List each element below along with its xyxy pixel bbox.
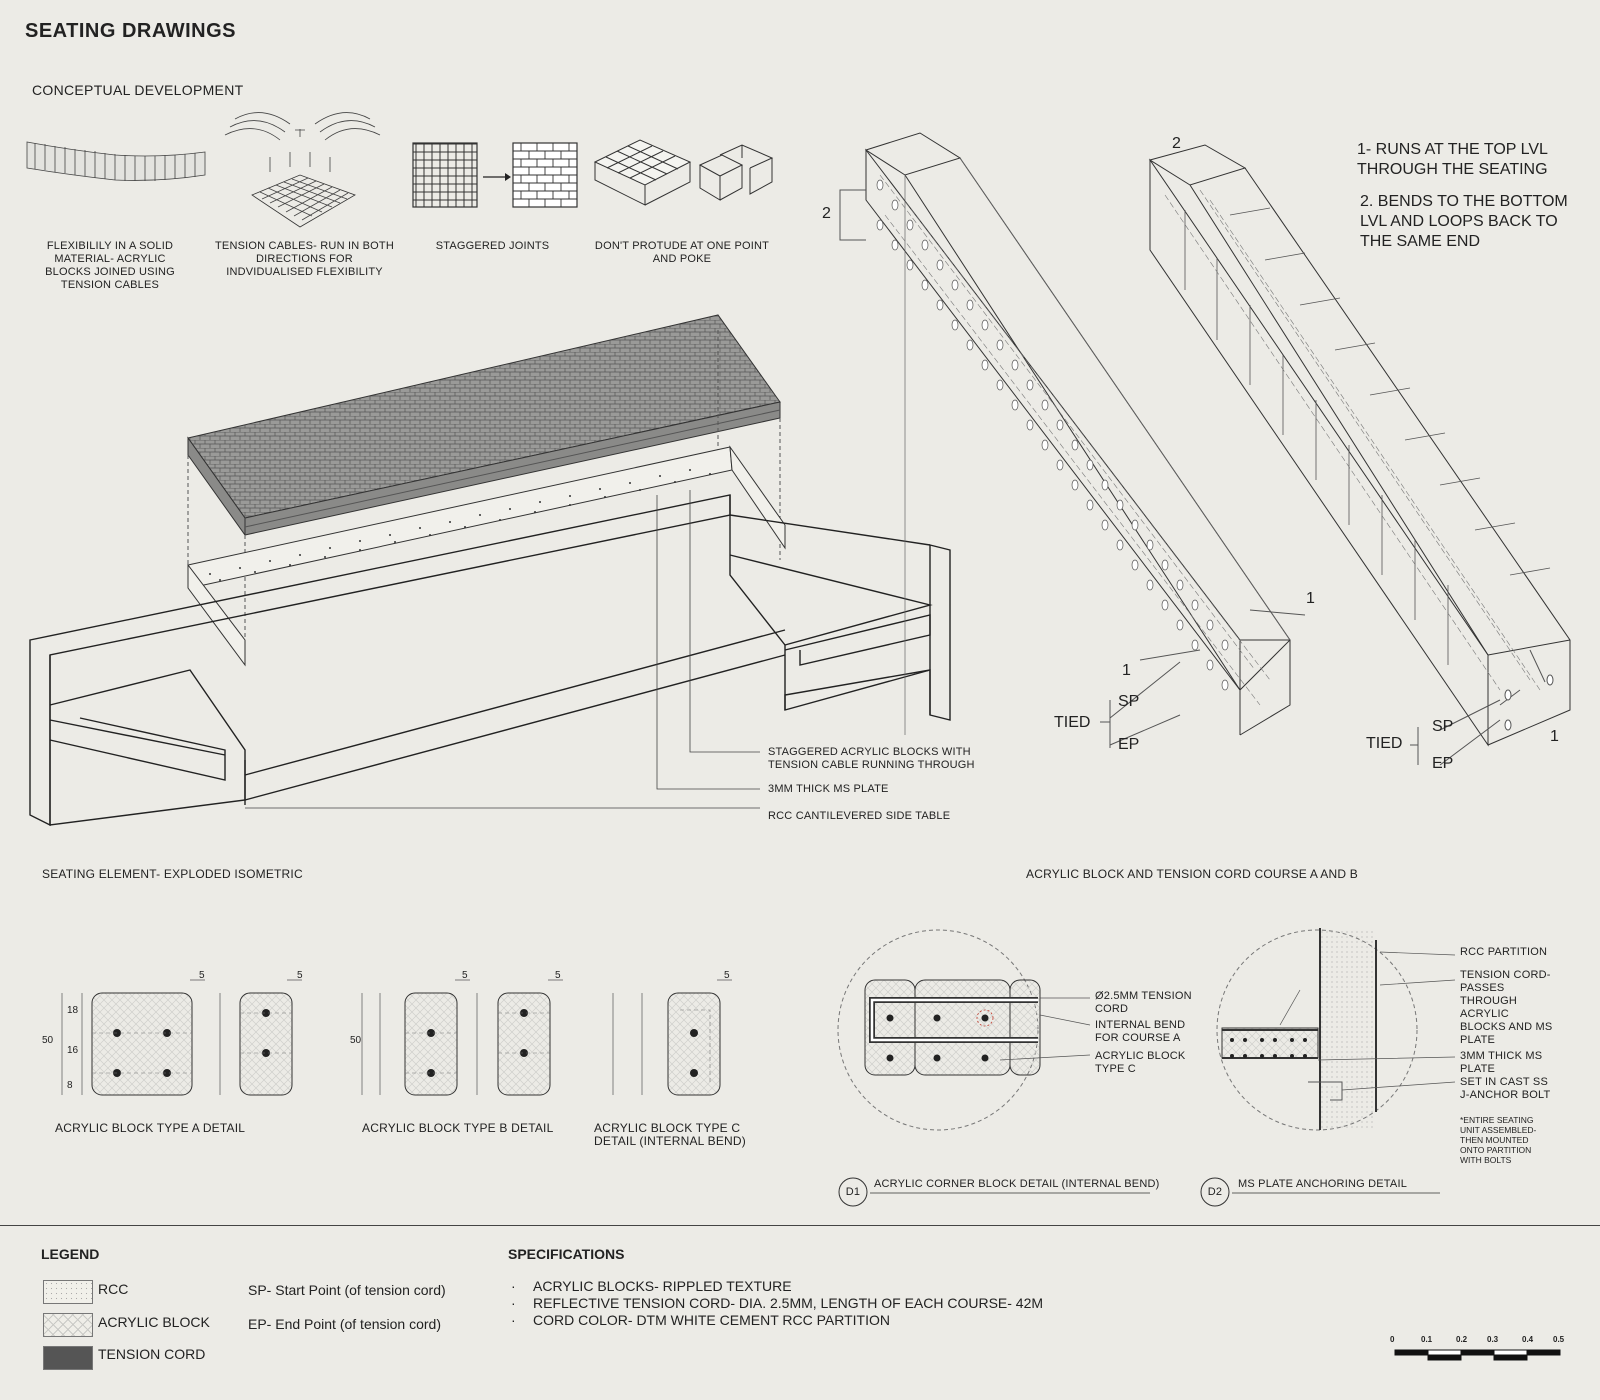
concept-caption-3: STAGGERED JOINTS bbox=[435, 240, 550, 252]
d2-label-plate: 3MM THICK MS PLATE bbox=[1460, 1050, 1543, 1075]
legend-abbr-sp: SP- Start Point (of tension cord) bbox=[248, 1282, 446, 1298]
scale-tick-1: 0.1 bbox=[1421, 1335, 1433, 1344]
dim-a-50: 50 bbox=[42, 1035, 54, 1046]
d2-tag: D2 bbox=[1207, 1186, 1223, 1198]
d2-caption: MS PLATE ANCHORING DETAIL bbox=[1238, 1178, 1408, 1190]
d2-label-rcc: RCC PARTITION bbox=[1460, 946, 1548, 958]
course-a-marker-2: 2 bbox=[822, 205, 831, 222]
block-c-caption: ACRYLIC BLOCK TYPE C DETAIL (INTERNAL BE… bbox=[594, 1121, 746, 1148]
dim-b2-5: 5 bbox=[555, 970, 561, 981]
d1-label-block: ACRYLIC BLOCK TYPE C bbox=[1095, 1050, 1186, 1075]
isometric-heading: SEATING ELEMENT- EXPLODED ISOMETRIC bbox=[42, 867, 303, 881]
callout-ms-plate: 3MM THICK MS PLATE bbox=[768, 783, 889, 795]
legend-item-cord: TENSION CORD bbox=[98, 1346, 206, 1362]
block-a-caption: ACRYLIC BLOCK TYPE A DETAIL bbox=[55, 1121, 246, 1135]
course-a-marker-1a: 1 bbox=[1306, 590, 1315, 607]
scale-tick-5: 0.5 bbox=[1553, 1335, 1565, 1344]
spec-item-2: REFLECTIVE TENSION CORD- DIA. 2.5MM, LEN… bbox=[511, 1295, 1043, 1311]
detail-d1-drawing bbox=[837, 929, 1091, 1131]
course-a-marker-1b: 1 bbox=[1122, 662, 1131, 679]
d1-label-bend: INTERNAL BEND FOR COURSE A bbox=[1095, 1019, 1186, 1044]
legend-item-rcc: RCC bbox=[98, 1281, 129, 1297]
d2-label-anchor: SET IN CAST SS J-ANCHOR BOLT bbox=[1460, 1076, 1551, 1101]
spec-item-3: CORD COLOR- DTM WHITE CEMENT RCC PARTITI… bbox=[511, 1312, 890, 1328]
course-heading: ACRYLIC BLOCK AND TENSION CORD COURSE A … bbox=[1026, 867, 1358, 881]
seat-pad-drawing bbox=[187, 314, 781, 665]
block-details bbox=[61, 979, 732, 1096]
legend-swatch-rcc bbox=[43, 1280, 93, 1304]
rcc-base-drawing bbox=[29, 494, 951, 827]
concept-caption-4: DON'T PROTUDE AT ONE POINT AND POKE bbox=[594, 240, 770, 265]
dim-c-5: 5 bbox=[724, 970, 730, 981]
specs-heading: SPECIFICATIONS bbox=[508, 1246, 625, 1262]
concept-caption-2: TENSION CABLES- RUN IN BOTH DIRECTIONS F… bbox=[215, 240, 394, 278]
legend-abbr-ep: EP- End Point (of tension cord) bbox=[248, 1316, 441, 1332]
course-a-beam bbox=[839, 132, 1306, 748]
spec-item-1: ACRYLIC BLOCKS- RIPPLED TEXTURE bbox=[511, 1278, 792, 1294]
legend-heading: LEGEND bbox=[41, 1246, 100, 1262]
scale-bar bbox=[1394, 1349, 1561, 1361]
dim-a2-5: 5 bbox=[297, 970, 303, 981]
page-title: SEATING DRAWINGS bbox=[25, 20, 236, 42]
d1-tag: D1 bbox=[845, 1186, 861, 1198]
concept-staggered-sketch bbox=[412, 142, 578, 208]
d1-caption: ACRYLIC CORNER BLOCK DETAIL (INTERNAL BE… bbox=[874, 1178, 1160, 1190]
scale-tick-2: 0.2 bbox=[1456, 1335, 1468, 1344]
iso-leaders bbox=[245, 490, 760, 809]
concept-caption-1: FLEXIBILILY IN A SOLID MATERIAL- ACRYLIC… bbox=[45, 240, 175, 291]
course-note-2: 2. BENDS TO THE BOTTOM LVL AND LOOPS BAC… bbox=[1360, 193, 1568, 250]
d2-label-cord: TENSION CORD- PASSES THROUGH ACRYLIC BLO… bbox=[1460, 969, 1553, 1046]
conceptual-heading: CONCEPTUAL DEVELOPMENT bbox=[32, 82, 244, 98]
dim-b-50: 50 bbox=[350, 1035, 362, 1046]
callout-acrylic-blocks: STAGGERED ACRYLIC BLOCKS WITH TENSION CA… bbox=[768, 746, 975, 771]
legend-swatch-acrylic bbox=[43, 1313, 93, 1337]
detail-d2-drawing bbox=[1216, 928, 1456, 1131]
scale-tick-0: 0 bbox=[1390, 1335, 1395, 1344]
course-b-beam bbox=[1148, 144, 1571, 766]
concept-strip-sketch bbox=[26, 141, 206, 181]
course-b-tied: TIED bbox=[1366, 735, 1403, 752]
dim-a-18: 18 bbox=[67, 1005, 79, 1016]
course-a-tied: TIED bbox=[1054, 714, 1091, 731]
scale-tick-4: 0.4 bbox=[1522, 1335, 1534, 1344]
course-b-marker-2: 2 bbox=[1172, 135, 1181, 152]
dim-a-16: 16 bbox=[67, 1045, 79, 1056]
d1-label-cord: Ø2.5MM TENSION CORD bbox=[1095, 990, 1192, 1015]
legend-swatch-cord bbox=[43, 1346, 93, 1370]
dim-a-5: 5 bbox=[199, 970, 205, 981]
dim-b-5: 5 bbox=[462, 970, 468, 981]
legend-divider bbox=[0, 1225, 1600, 1226]
block-b-caption: ACRYLIC BLOCK TYPE B DETAIL bbox=[362, 1121, 554, 1135]
course-a-ep: EP bbox=[1118, 736, 1140, 753]
dim-a-8: 8 bbox=[67, 1080, 73, 1091]
detail-tags bbox=[838, 1177, 1440, 1207]
course-b-ep: EP bbox=[1432, 755, 1454, 772]
callout-rcc-table: RCC CANTILEVERED SIDE TABLE bbox=[768, 810, 951, 822]
d2-footnote: *ENTIRE SEATING UNIT ASSEMBLED- THEN MOU… bbox=[1460, 1115, 1537, 1165]
legend-item-acrylic: ACRYLIC BLOCK bbox=[98, 1314, 210, 1330]
course-b-sp: SP bbox=[1432, 718, 1454, 735]
course-a-sp: SP bbox=[1118, 693, 1140, 710]
course-b-marker-1: 1 bbox=[1550, 728, 1559, 745]
concept-blocks-sketch bbox=[593, 139, 774, 206]
concept-tension-sketch bbox=[224, 112, 381, 228]
course-note-1: 1- RUNS AT THE TOP LVL THROUGH THE SEATI… bbox=[1357, 141, 1548, 178]
ms-plate-drawing bbox=[187, 445, 786, 667]
scale-tick-3: 0.3 bbox=[1487, 1335, 1499, 1344]
